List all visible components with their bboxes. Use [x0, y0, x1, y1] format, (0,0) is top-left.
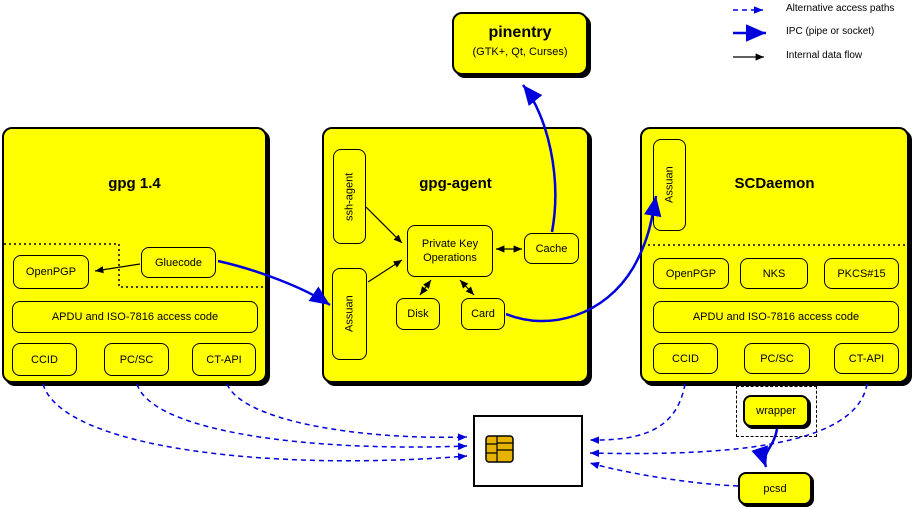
pinentry-box: pinentry (GTK+, Qt, Curses) [452, 12, 588, 75]
alt-gpg14-pcsc-to-card [136, 383, 468, 451]
wrapper-box: wrapper [743, 395, 809, 427]
scdaemon-openpgp-box: OpenPGP [653, 258, 729, 289]
scdaemon-pcsc-box: PC/SC [744, 343, 810, 374]
scdaemon-assuan-box: Assuan [653, 139, 686, 231]
gpg14-box: gpg 1.4 OpenPGP Gluecode APDU and ISO-78… [2, 127, 267, 383]
gpg14-pcsc-box: PC/SC [104, 343, 169, 376]
scdaemon-pkcs15-box: PKCS#15 [824, 258, 899, 289]
alt-scdaemon-ctapi-to-card [589, 383, 868, 457]
gpg-agent-card-box: Card [461, 298, 505, 330]
gpg-agent-ssh-agent-box: ssh-agent [333, 149, 366, 244]
alt-pcsd-to-card [589, 461, 739, 487]
gpg-agent-title: gpg-agent [419, 175, 492, 192]
gpg14-ctapi-box: CT-API [192, 343, 256, 376]
scdaemon-ccid-box: CCID [653, 343, 718, 374]
gpg-agent-assuan-box: Assuan [332, 268, 367, 360]
private-key-ops-line1: Private Key [421, 238, 479, 250]
legend-label-ipc: IPC (pipe or socket) [786, 26, 875, 37]
gpg-agent-box: gpg-agent ssh-agent Private Key Operatio… [322, 127, 589, 383]
pinentry-subtitle: (GTK+, Qt, Curses) [472, 46, 568, 58]
gpg-agent-private-key-operations-box: Private Key Operations [407, 225, 493, 277]
scdaemon-apdu-box: APDU and ISO-7816 access code [653, 301, 899, 333]
pcsd-box: pcsd [738, 472, 812, 505]
gpg14-ccid-box: CCID [12, 343, 77, 376]
alt-scdaemon-ccid-to-card [589, 383, 686, 444]
gpg14-gluecode-box: Gluecode [141, 247, 216, 278]
alt-gpg14-ccid-to-card [42, 383, 468, 462]
alt-gpg14-ctapi-to-card [226, 383, 468, 441]
gpg-agent-disk-box: Disk [396, 298, 440, 330]
scdaemon-ctapi-box: CT-API [834, 343, 899, 374]
scdaemon-title: SCDaemon [734, 175, 815, 192]
legend-label-internal-data-flow: Internal data flow [786, 50, 863, 61]
pinentry-title: pinentry [488, 24, 552, 41]
scdaemon-nks-box: NKS [740, 258, 808, 289]
smartcard-reader [473, 415, 583, 487]
gpg14-openpgp-box: OpenPGP [13, 255, 89, 289]
gpg-agent-cache-box: Cache [524, 233, 579, 264]
gpg14-apdu-box: APDU and ISO-7816 access code [12, 301, 258, 333]
private-key-ops-line2: Operations [423, 252, 477, 264]
scdaemon-box: SCDaemon Assuan OpenPGP NKS PKCS#15 APDU… [640, 127, 909, 383]
legend-label-alternative-access: Alternative access paths [786, 3, 895, 14]
gpg14-title: gpg 1.4 [108, 175, 161, 192]
